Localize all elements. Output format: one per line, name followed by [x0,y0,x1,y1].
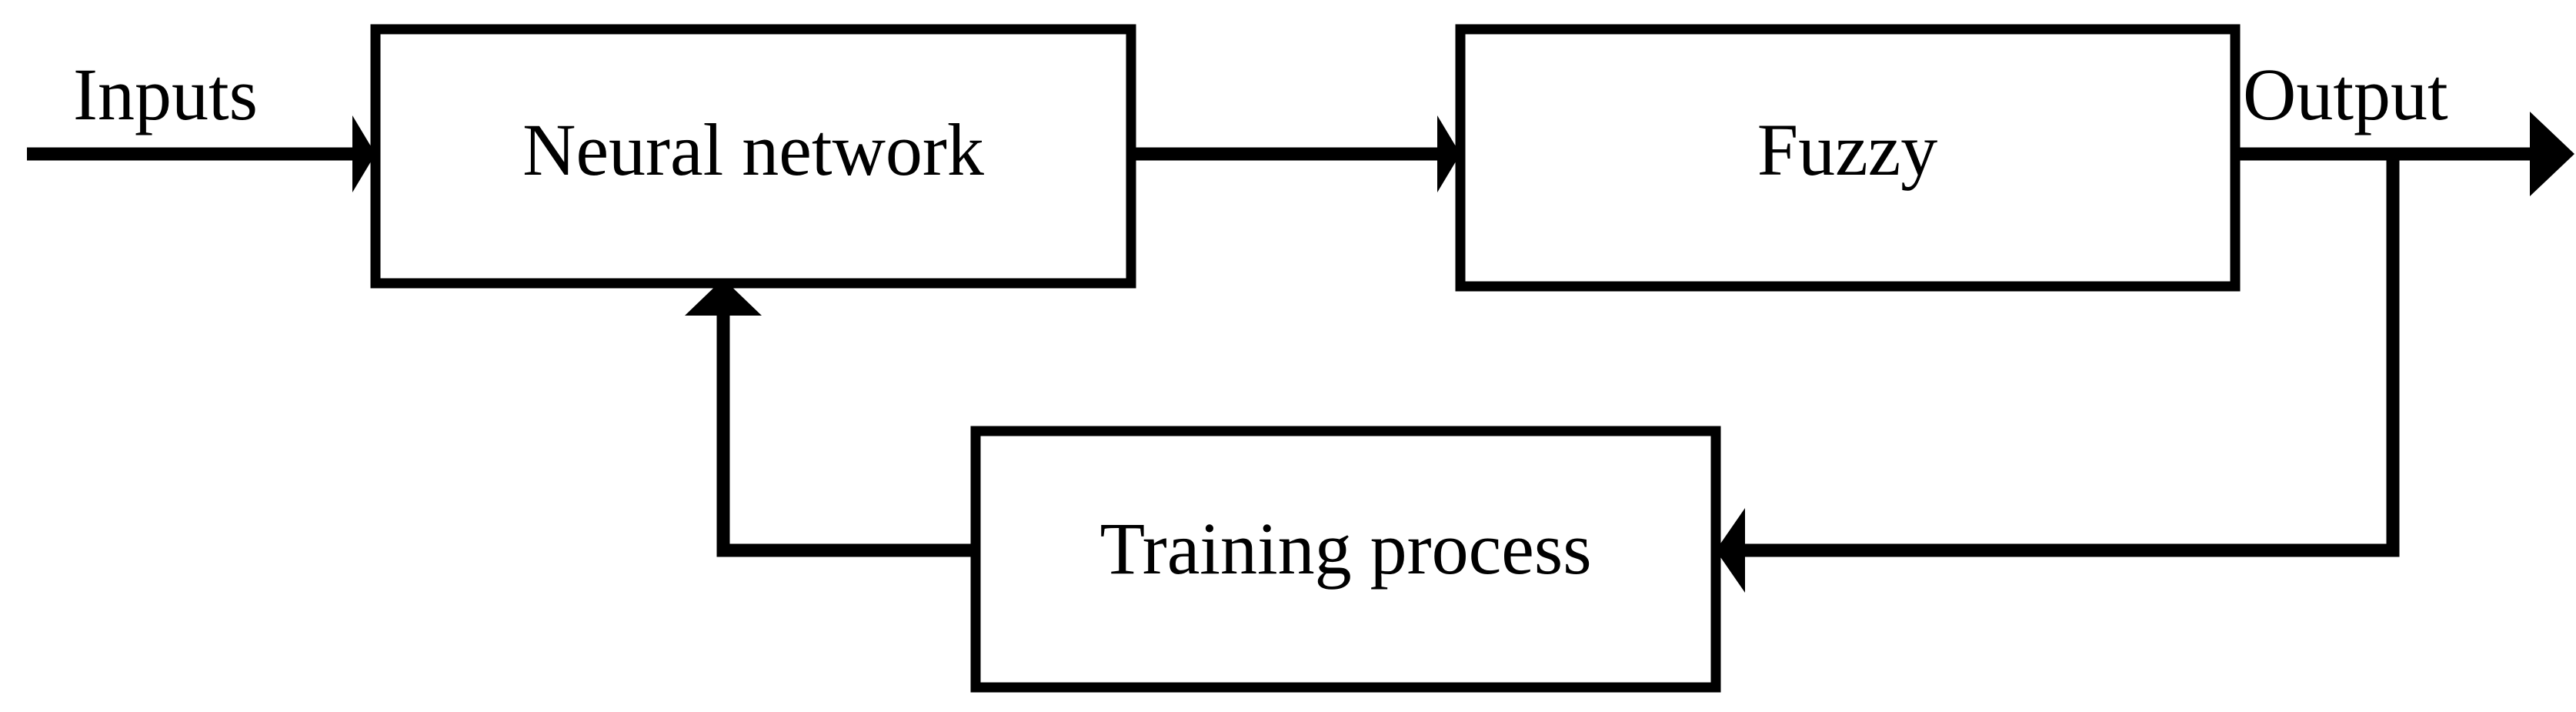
inputs-label: Inputs [73,53,258,135]
connection-output-to-training-process [1716,154,2400,593]
training-process-box[interactable] [970,426,1721,693]
fuzzy-label: Fuzzy [1757,109,1938,191]
output-arrow-head-icon [2530,112,2574,196]
neural-network-box[interactable] [370,24,1136,289]
block-neural-network[interactable]: Neural network [370,24,1136,289]
connection-fuzzy-to-output [2235,112,2574,196]
inputs-arrow-head-icon [352,115,375,192]
output-label: Output [2243,53,2448,135]
block-training-process[interactable]: Training process [970,426,1721,693]
connection-neural-network-to-fuzzy [1131,115,1460,192]
connection-training-process-to-neural-network [685,279,976,557]
connection-inputs-to-neural-network [27,115,375,192]
neural-network-label: Neural network [522,109,984,191]
block-fuzzy[interactable]: Fuzzy [1455,24,2241,292]
feedback-training-path [716,316,976,557]
fuzzy-box[interactable] [1455,24,2241,292]
feedback-training-arrow-head-icon [685,279,762,316]
feedback-output-path [1745,154,2400,557]
training-process-label: Training process [1099,507,1591,590]
feedback-output-arrow-head-icon [1716,508,1745,593]
nn-to-fuzzy-arrow-head-icon [1437,115,1460,192]
